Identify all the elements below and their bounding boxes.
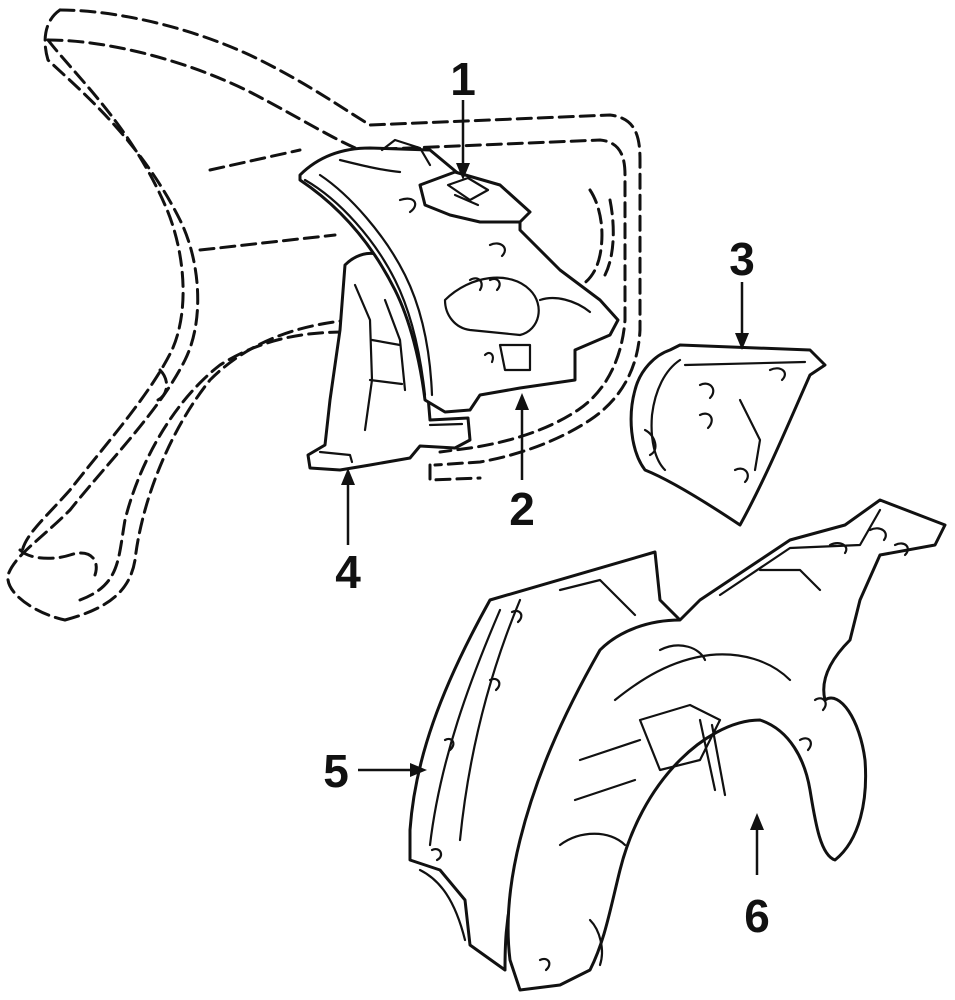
callout-label-1: 1: [450, 53, 476, 105]
callout-label-4: 4: [335, 546, 361, 598]
callout-label-5: 5: [323, 745, 349, 797]
callout-label-2: 2: [509, 483, 535, 535]
part-2-wheelhouse-panel: [298, 146, 620, 414]
part-6-inner-wheelhouse: [506, 498, 947, 992]
callout-3: 3: [729, 233, 755, 350]
callout-6: 6: [744, 813, 770, 942]
callout-label-3: 3: [729, 233, 755, 285]
callout-4: 4: [335, 468, 361, 598]
callout-label-6: 6: [744, 890, 770, 942]
part-1-extension: [380, 138, 532, 224]
quarter-panel-outline: [6, 8, 642, 622]
callout-2: 2: [509, 393, 535, 535]
callout-1: 1: [450, 53, 476, 180]
part-4-reinforcement: [306, 251, 472, 472]
part-3-panel: [629, 343, 827, 527]
callout-5: 5: [323, 745, 427, 797]
